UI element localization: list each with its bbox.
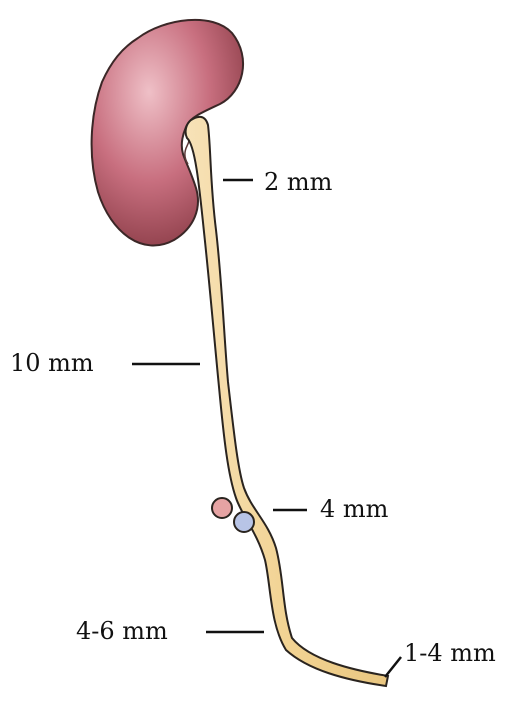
label-ureterovesical-width: 1-4 mm bbox=[404, 639, 496, 667]
label-iliac-crossing-width: 4 mm bbox=[320, 495, 389, 523]
label-lower-ureter-width: 4-6 mm bbox=[76, 617, 168, 645]
iliac-artery bbox=[212, 498, 232, 518]
iliac-vein bbox=[234, 512, 254, 532]
label-pelvis-width: 2 mm bbox=[264, 168, 333, 196]
label-upper-ureter-width: 10 mm bbox=[10, 349, 94, 377]
